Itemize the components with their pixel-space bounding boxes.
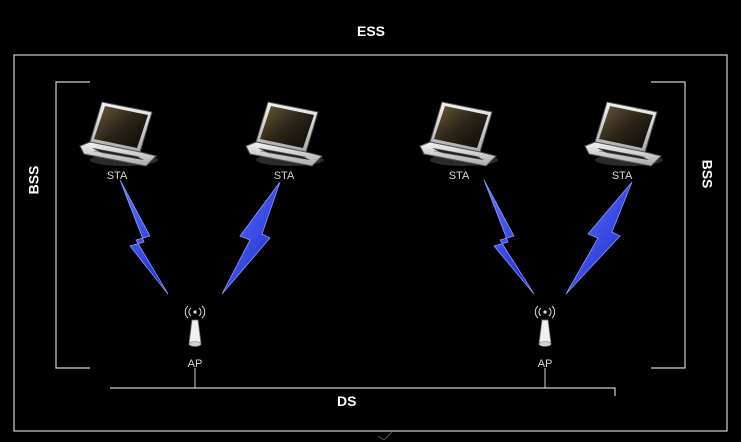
station-label: STA	[611, 170, 633, 182]
access-point-icon	[184, 305, 206, 347]
station-label: STA	[273, 170, 295, 182]
ap-label: AP	[537, 358, 553, 370]
lightning-link-icon	[565, 181, 633, 295]
bss-right-bracket	[651, 81, 686, 369]
bss-left-bracket	[55, 81, 90, 369]
laptop-icon	[245, 101, 325, 167]
ess-label: ESS	[357, 23, 386, 39]
access-point-icon	[534, 305, 556, 347]
bss-left-label: BSS	[25, 165, 42, 195]
laptop-icon	[419, 101, 499, 167]
bottom-mark	[377, 431, 393, 441]
bss-right-label: BSS	[699, 159, 716, 189]
station-label: STA	[106, 170, 128, 182]
laptop-icon	[584, 101, 664, 167]
station-label: STA	[448, 170, 470, 182]
laptop-icon	[79, 101, 159, 167]
ds-label: DS	[337, 393, 357, 409]
lightning-link-icon	[119, 179, 169, 295]
ap-label: AP	[187, 358, 203, 370]
ds-line	[110, 387, 616, 396]
lightning-link-icon	[483, 179, 535, 295]
lightning-link-icon	[221, 181, 281, 295]
ess-frame	[13, 54, 728, 432]
